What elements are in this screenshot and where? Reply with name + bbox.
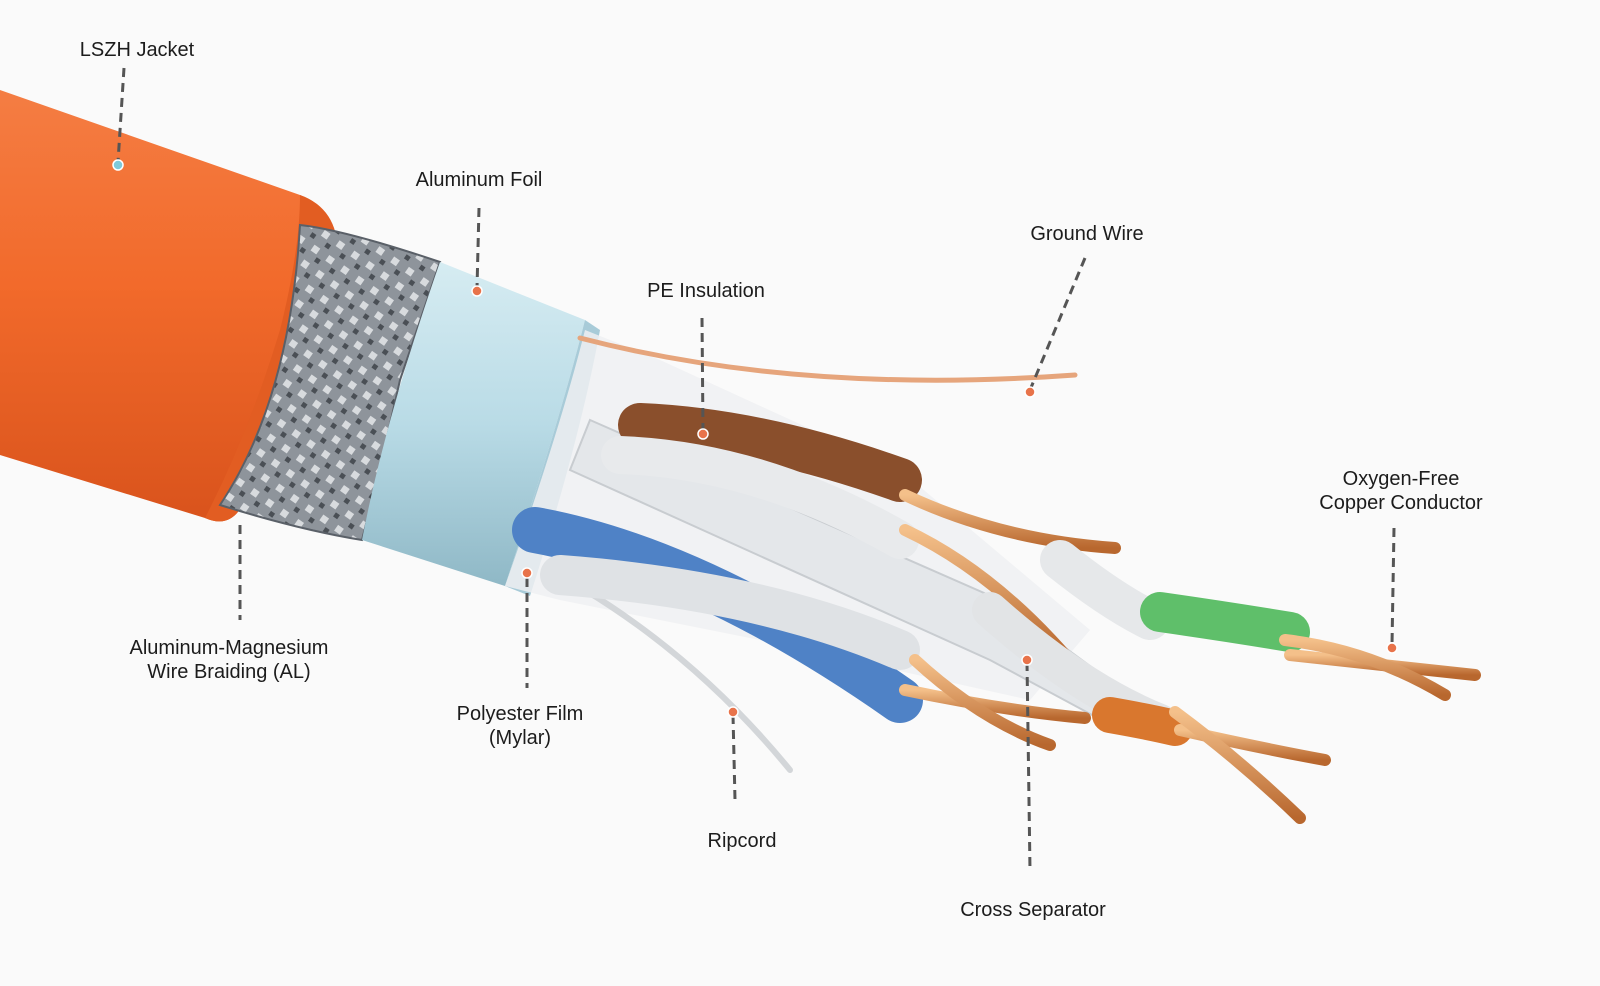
ground-wire (577, 335, 1078, 383)
label-braiding-line-1: Aluminum-Magnesium (129, 637, 329, 659)
label-pe-insulation-line-1: PE Insulation (647, 280, 765, 302)
label-ripcord: Ripcord (708, 829, 777, 853)
label-braiding-line-2: Wire Braiding (AL) (147, 661, 311, 683)
label-pe-insulation: PE Insulation (647, 279, 765, 303)
label-polyester-film-line-1: Polyester Film (456, 703, 584, 725)
label-copper-conductor-line-2: Copper Conductor (1319, 492, 1483, 514)
label-ground-wire-line-1: Ground Wire (1030, 223, 1144, 245)
leader-markers (112, 159, 1398, 718)
label-lszh-jacket-line-1: LSZH Jacket (79, 39, 195, 61)
aluminum-magnesium-braid (218, 223, 442, 542)
label-braiding: Aluminum-Magnesium Wire Braiding (AL) (130, 636, 329, 684)
label-ground-wire: Ground Wire (1030, 222, 1143, 246)
label-lszh-jacket: LSZH Jacket (80, 38, 194, 62)
label-polyester-film: Polyester Film (Mylar) (457, 702, 584, 750)
pair-orange (972, 592, 1331, 824)
label-copper-conductor-line-1: Oxygen-Free (1342, 468, 1460, 490)
label-copper-conductor: Oxygen-Free Copper Conductor (1319, 467, 1482, 515)
label-aluminum-foil: Aluminum Foil (416, 168, 543, 192)
label-cross-separator: Cross Separator (960, 898, 1106, 922)
label-cross-separator-line-1: Cross Separator (960, 899, 1106, 921)
pair-green (1040, 540, 1481, 701)
leader-lines (116, 67, 1396, 871)
label-aluminum-foil-line-1: Aluminum Foil (415, 169, 543, 191)
label-ripcord-line-1: Ripcord (707, 830, 777, 852)
label-polyester-film-line-2: (Mylar) (488, 727, 552, 749)
pair-blue (512, 507, 1091, 751)
ripcord (582, 587, 793, 773)
